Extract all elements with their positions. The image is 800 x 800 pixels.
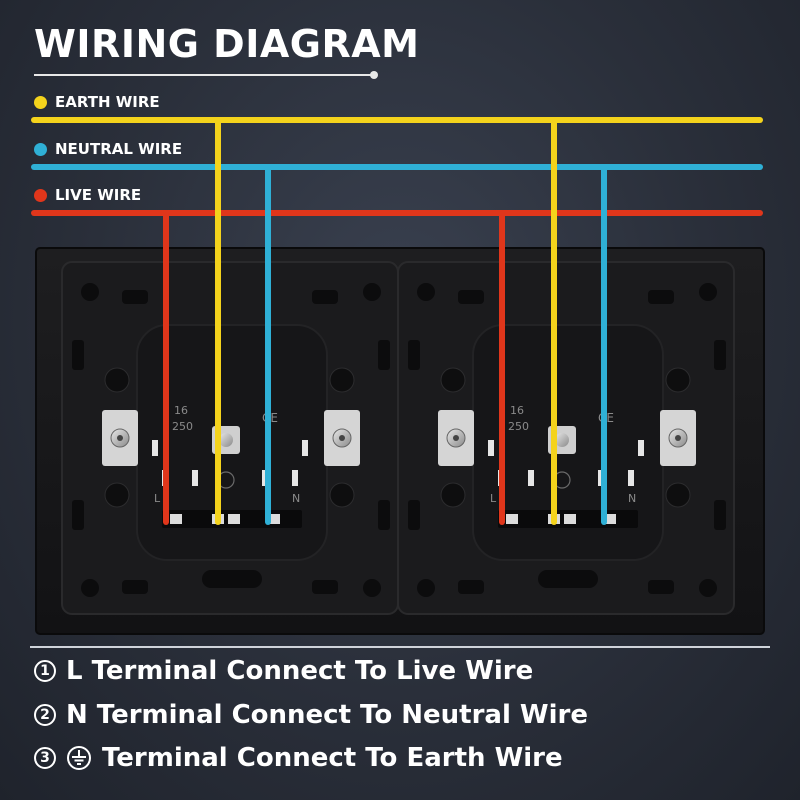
- mounting-slot: [312, 290, 338, 304]
- live-terminal-label: L: [490, 492, 497, 505]
- contact-slot: [528, 470, 534, 486]
- contact-slot: [638, 440, 644, 456]
- mounting-slot: [714, 340, 726, 370]
- mounting-hole: [699, 579, 717, 597]
- mounting-hole: [417, 283, 435, 301]
- mounting-hole: [363, 579, 381, 597]
- socket-modules: 16250CELN16250CELN: [61, 261, 735, 615]
- keyhole-slot: [538, 570, 598, 588]
- earth-ground-icon: [67, 746, 91, 770]
- wire-entry-port: [170, 514, 182, 524]
- instruction-text: N Terminal Connect To Neutral Wire: [66, 700, 588, 730]
- mounting-hole: [363, 283, 381, 301]
- clip-knob: [440, 367, 466, 393]
- keyhole-slot: [202, 570, 262, 588]
- live-wire-swatch-icon: [34, 188, 47, 202]
- wire-entry-port: [268, 514, 280, 524]
- diagram-title: WIRING DIAGRAM: [34, 22, 420, 66]
- rating-voltage-label: 250: [172, 420, 193, 433]
- contact-slot: [628, 470, 634, 486]
- wire-entry-port: [604, 514, 616, 524]
- contact-slot: [292, 470, 298, 486]
- mounting-slot: [122, 290, 148, 304]
- neutral-terminal-label: N: [292, 492, 300, 505]
- clip-knob: [665, 482, 691, 508]
- rating-current-label: 16: [510, 404, 524, 417]
- instruction-1: 1 L Terminal Connect To Live Wire: [34, 656, 533, 686]
- mounting-hole: [81, 283, 99, 301]
- step-number-badge: 3: [34, 747, 56, 769]
- title-underline-dot: [370, 71, 378, 79]
- terminal-screw-center: [117, 435, 123, 441]
- wire-entry-port: [564, 514, 576, 524]
- mounting-slot: [458, 580, 484, 594]
- earth-terminal-screw: [555, 433, 569, 447]
- title-underline: [34, 74, 374, 76]
- rating-current-label: 16: [174, 404, 188, 417]
- earth-terminal-screw: [219, 433, 233, 447]
- clip-knob: [440, 482, 466, 508]
- mounting-slot: [648, 580, 674, 594]
- instruction-2: 2 N Terminal Connect To Neutral Wire: [34, 700, 588, 730]
- wire-drops: [163, 117, 607, 525]
- instruction-text: Terminal Connect To Earth Wire: [102, 743, 563, 773]
- mounting-slot: [408, 340, 420, 370]
- instruction-3: 3 Terminal Connect To Earth Wire: [34, 743, 563, 773]
- terminal-screw-center: [339, 435, 345, 441]
- mounting-slot: [378, 500, 390, 530]
- clip-knob: [104, 367, 130, 393]
- socket-module-1: 16250CELN: [61, 261, 399, 615]
- neutral-terminal-label: N: [628, 492, 636, 505]
- legend-live-wire: LIVE WIRE: [34, 186, 141, 204]
- mounting-slot: [458, 290, 484, 304]
- step-number-badge: 1: [34, 660, 56, 682]
- wire-entry-port: [228, 514, 240, 524]
- neutral-wire-swatch-icon: [34, 142, 47, 156]
- mounting-slot: [122, 580, 148, 594]
- terminal-screw-center: [675, 435, 681, 441]
- mounting-hole: [417, 579, 435, 597]
- legend-neutral-wire: NEUTRAL WIRE: [34, 140, 182, 158]
- legend-neutral-label: NEUTRAL WIRE: [55, 140, 183, 158]
- mounting-slot: [312, 580, 338, 594]
- terminal-screw-center: [453, 435, 459, 441]
- clip-knob: [329, 367, 355, 393]
- clip-knob: [329, 482, 355, 508]
- legend-earth-label: EARTH WIRE: [55, 93, 160, 111]
- mounting-hole: [81, 579, 99, 597]
- mounting-slot: [72, 340, 84, 370]
- instruction-text: L Terminal Connect To Live Wire: [66, 656, 534, 686]
- wire-entry-port: [506, 514, 518, 524]
- mounting-slot: [714, 500, 726, 530]
- rating-voltage-label: 250: [508, 420, 529, 433]
- clip-knob: [665, 367, 691, 393]
- mounting-slot: [378, 340, 390, 370]
- mounting-slot: [408, 500, 420, 530]
- live-terminal-label: L: [154, 492, 161, 505]
- earth-wire-swatch-icon: [34, 95, 47, 109]
- separator-line: [30, 646, 770, 648]
- contact-slot: [152, 440, 158, 456]
- mounting-hole: [699, 283, 717, 301]
- step-number-badge: 2: [34, 704, 56, 726]
- mounting-slot: [648, 290, 674, 304]
- legend-live-label: LIVE WIRE: [55, 186, 142, 204]
- contact-slot: [192, 470, 198, 486]
- legend-earth-wire: EARTH WIRE: [34, 93, 160, 111]
- contact-slot: [302, 440, 308, 456]
- mounting-slot: [72, 500, 84, 530]
- clip-knob: [104, 482, 130, 508]
- socket-module-2: 16250CELN: [397, 261, 735, 615]
- contact-slot: [488, 440, 494, 456]
